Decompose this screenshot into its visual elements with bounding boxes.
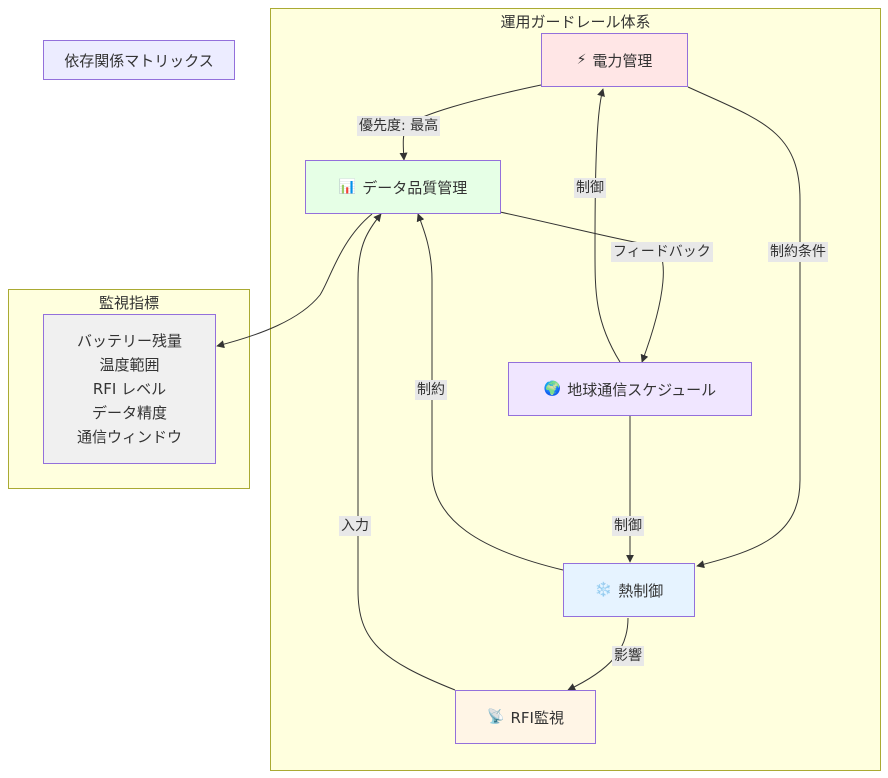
monitoring-cluster-title: 監視指標 [98, 294, 159, 312]
edge-data-quality-to-comm [499, 211, 664, 363]
dependency-matrix-label: 依存関係マトリックス [64, 51, 214, 70]
bar-chart-icon: 📊 [338, 179, 357, 195]
metric-item: 温度範囲 [99, 356, 160, 374]
metric-item: データ精度 [91, 404, 167, 422]
edge-label-constraint: 制約 [415, 380, 447, 400]
data-quality-label: データ品質管理 [362, 178, 468, 197]
guardrail-cluster-title: 運用ガードレール体系 [500, 13, 651, 31]
edge-thermal-to-data-quality [416, 213, 564, 571]
satellite-antenna-icon: 📡 [487, 709, 505, 725]
ground-comm-schedule-node[interactable]: 🌍 地球通信スケジュール [508, 362, 752, 416]
edge-data-quality-to-monitoring [216, 213, 373, 349]
monitoring-metrics-node[interactable]: バッテリー残量 温度範囲 RFI レベル データ精度 通信ウィンドウ [43, 314, 216, 464]
edge-label-influence: 影響 [612, 646, 644, 666]
data-quality-node[interactable]: 📊 データ品質管理 [305, 160, 501, 214]
dependency-matrix-node[interactable]: 依存関係マトリックス [43, 40, 235, 80]
metric-item: 通信ウィンドウ [76, 428, 182, 446]
thermal-control-label: 熱制御 [618, 581, 664, 600]
ground-comm-schedule-label: 地球通信スケジュール [567, 380, 717, 399]
edge-comm-to-power [594, 88, 621, 363]
globe-icon: 🌍 [543, 381, 562, 397]
edge-label-control-thermal: 制御 [612, 516, 644, 536]
snowflake-icon: ❄️ [594, 582, 613, 598]
edge-label-constraint-conditions: 制約条件 [768, 242, 828, 262]
metric-item: RFI レベル [92, 380, 167, 398]
edge-power-to-thermal [687, 86, 801, 569]
edge-label-feedback: フィードバック [611, 242, 713, 262]
metric-item: バッテリー残量 [76, 332, 182, 350]
edge-label-input: 入力 [339, 516, 371, 536]
rfi-monitor-label: RFI監視 [510, 708, 564, 727]
edge-rfi-to-data-quality [357, 213, 456, 691]
edge-label-control-power: 制御 [574, 178, 606, 198]
thermal-control-node[interactable]: ❄️ 熱制御 [563, 563, 695, 617]
lightning-icon: ⚡ [576, 52, 587, 68]
edge-label-priority: 優先度: 最高 [357, 116, 441, 136]
rfi-monitor-node[interactable]: 📡 RFI監視 [455, 690, 596, 744]
power-management-label: 電力管理 [592, 51, 653, 70]
power-management-node[interactable]: ⚡ 電力管理 [541, 33, 688, 87]
